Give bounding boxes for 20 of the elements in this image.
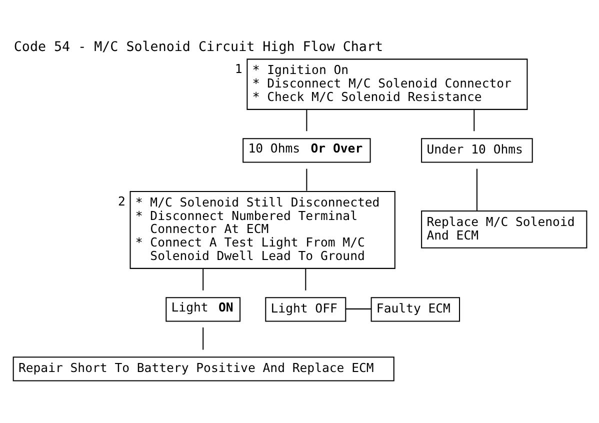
node-box: 10 Ohms Or Over xyxy=(242,138,371,163)
node-box: Faulty ECM xyxy=(370,297,460,322)
node-box: Light ON xyxy=(166,297,241,322)
node-label: 1 xyxy=(234,62,242,76)
connector xyxy=(202,268,204,290)
node-box: * Ignition On * Disconnect M/C Solenoid Connector * Check M/C Solenoid Resistance xyxy=(246,58,528,110)
node-label: 2 xyxy=(118,194,126,208)
node-box: Under 10 Ohms xyxy=(421,138,533,163)
connector xyxy=(476,168,478,211)
connector xyxy=(306,109,308,132)
connector xyxy=(474,109,475,132)
connector xyxy=(346,308,372,310)
node-box: Replace M/C Solenoid And ECM xyxy=(421,210,588,248)
diagram-title: Code 54 - M/C Solenoid Circuit High Flow Chart xyxy=(14,40,384,55)
node-box: Repair Short To Battery Positive And Replace ECM xyxy=(12,356,394,382)
connector xyxy=(306,168,308,191)
connector xyxy=(202,327,204,350)
node-box: Light OFF xyxy=(265,297,346,322)
connector xyxy=(305,268,306,290)
node-box: * M/C Solenoid Still Disconnected * Disconnect Numbered Terminal Connector At ECM * Connect A Test Light From M/C Solenoid Dwell Lead To Ground xyxy=(130,190,396,269)
